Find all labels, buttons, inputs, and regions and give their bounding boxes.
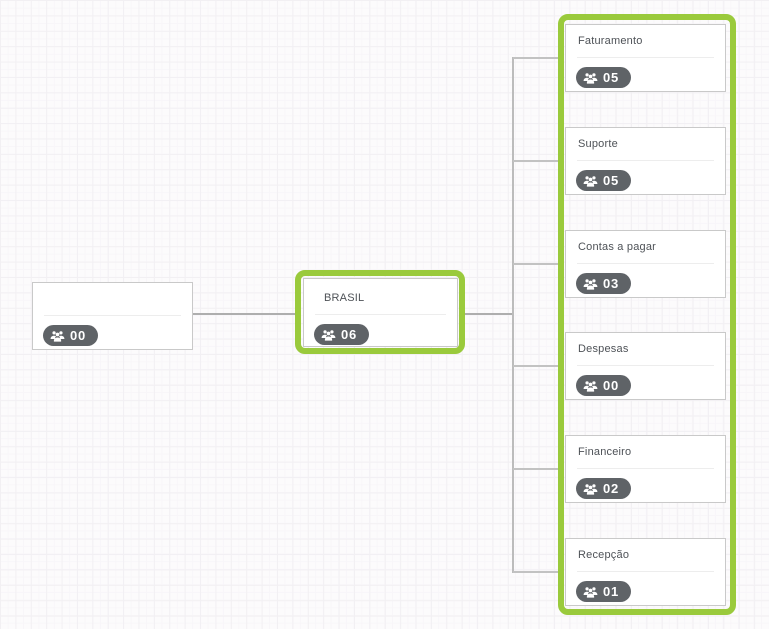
people-group-icon xyxy=(321,329,336,341)
divider xyxy=(577,365,714,366)
selection-highlight-brasil xyxy=(295,270,465,354)
member-count-badge[interactable]: 05 xyxy=(576,170,632,191)
node-title: BRASIL xyxy=(324,292,365,304)
member-count: 03 xyxy=(603,276,620,291)
selection-highlight-children xyxy=(558,14,736,615)
node-title: Recepção xyxy=(578,549,630,561)
org-node-contas-a-pagar[interactable]: Contas a pagar 03 xyxy=(565,230,726,298)
member-count: 01 xyxy=(603,584,620,599)
divider xyxy=(577,263,714,264)
connector-root-brasil xyxy=(192,313,296,315)
org-node-recepcao[interactable]: Recepção 01 xyxy=(565,538,726,606)
member-count: 00 xyxy=(70,328,87,343)
org-node-faturamento[interactable]: Faturamento 05 xyxy=(565,24,726,92)
member-count: 05 xyxy=(603,173,620,188)
people-group-icon xyxy=(583,586,598,598)
divider xyxy=(44,315,181,316)
node-title: Contas a pagar xyxy=(578,241,657,253)
divider xyxy=(315,314,446,315)
member-count: 06 xyxy=(341,327,358,342)
org-node-suporte[interactable]: Suporte 05 xyxy=(565,127,726,195)
connector-branch-despesas xyxy=(513,365,563,367)
divider xyxy=(577,57,714,58)
connector-branch-suporte xyxy=(513,160,563,162)
connector-branch-faturamento xyxy=(513,57,563,59)
node-title: Despesas xyxy=(578,343,629,355)
member-count: 02 xyxy=(603,481,620,496)
org-node-despesas[interactable]: Despesas 00 xyxy=(565,332,726,400)
member-count-badge[interactable]: 00 xyxy=(576,375,632,396)
node-title: Financeiro xyxy=(578,446,632,458)
org-node-financeiro[interactable]: Financeiro 02 xyxy=(565,435,726,503)
connector-branch-contas xyxy=(513,263,563,265)
divider xyxy=(577,468,714,469)
member-count-badge[interactable]: 03 xyxy=(576,273,632,294)
member-count-badge[interactable]: 05 xyxy=(576,67,632,88)
org-node-brasil[interactable]: BRASIL 06 xyxy=(303,278,458,347)
member-count-badge[interactable]: 06 xyxy=(314,324,370,345)
org-node-root[interactable]: 00 xyxy=(32,282,193,350)
divider xyxy=(577,571,714,572)
node-title: Suporte xyxy=(578,138,618,150)
member-count: 00 xyxy=(603,378,620,393)
connector-trunk xyxy=(512,57,514,573)
divider xyxy=(577,160,714,161)
connector-branch-recepcao xyxy=(513,571,563,573)
people-group-icon xyxy=(50,330,65,342)
people-group-icon xyxy=(583,380,598,392)
people-group-icon xyxy=(583,483,598,495)
people-group-icon xyxy=(583,72,598,84)
member-count-badge[interactable]: 02 xyxy=(576,478,632,499)
node-title: Faturamento xyxy=(578,35,643,47)
member-count-badge[interactable]: 01 xyxy=(576,581,632,602)
people-group-icon xyxy=(583,278,598,290)
connector-brasil-trunk xyxy=(464,313,513,315)
member-count-badge[interactable]: 00 xyxy=(43,325,99,346)
connector-branch-financeiro xyxy=(513,468,563,470)
member-count: 05 xyxy=(603,70,620,85)
people-group-icon xyxy=(583,175,598,187)
